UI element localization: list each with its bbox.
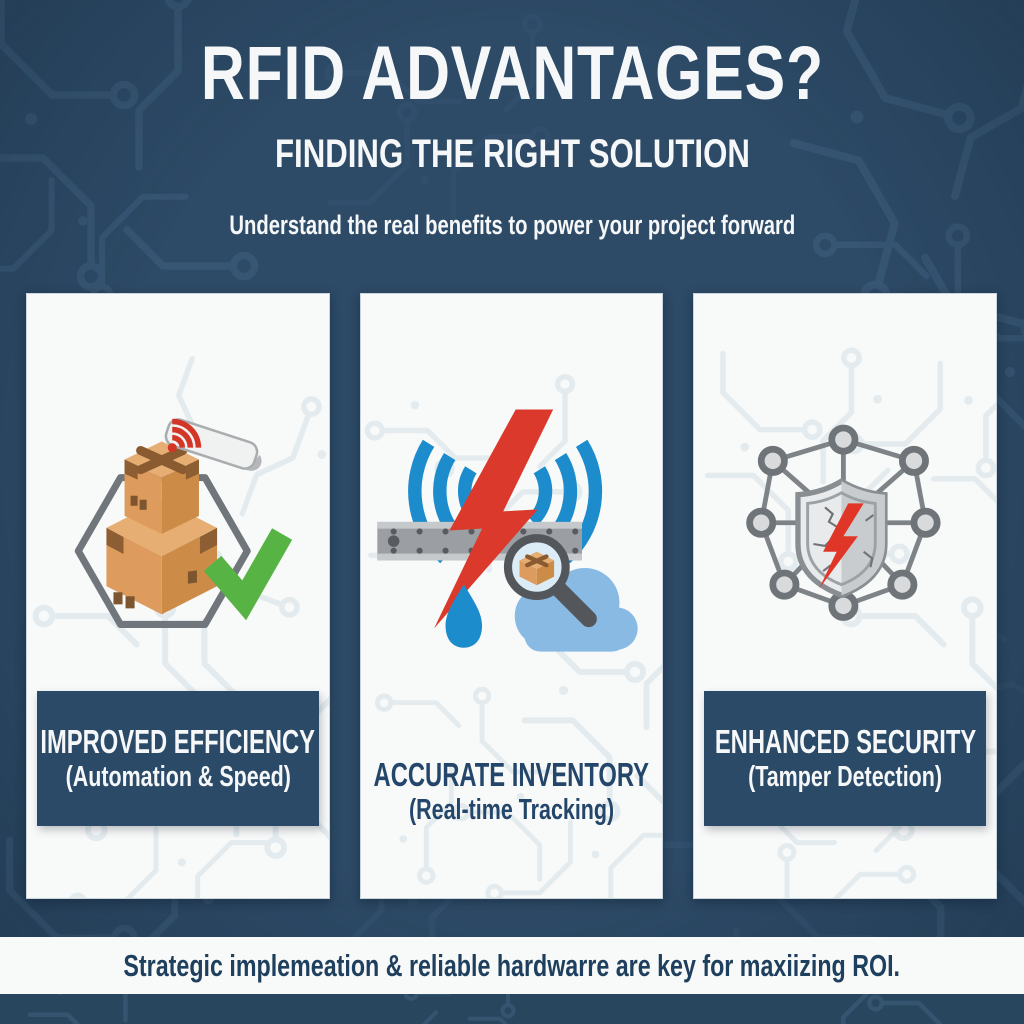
bolt-icon [819,503,865,589]
card-subtitle: (Real-time Tracking) [408,793,615,826]
page-title-text: RFID ADVANTAGES? [200,31,824,116]
water-drop-icon [445,584,482,648]
card-title: IMPROVED EFFICIENCY [40,722,316,760]
footer-band [0,994,1024,1024]
small-package-box-icon [124,441,199,534]
scanned-box-icon [519,551,554,586]
card-accurate-inventory: ACCURATE INVENTORY (Real-time Tracking) [359,293,664,899]
shield-icon [795,478,888,599]
card-improved-efficiency: IMPROVED EFFICIENCY (Automation & Speed) [26,293,330,899]
rfid-reader-icon [164,418,262,471]
card-label-improved-efficiency: IMPROVED EFFICIENCY (Automation & Speed) [37,691,319,826]
efficiency-icon [27,399,329,689]
card-enhanced-security: ENHANCED SECURITY (Tamper Detection) [693,293,998,899]
network-nodes [746,424,941,621]
card-label-enhanced-security: ENHANCED SECURITY (Tamper Detection) [704,691,987,826]
card-title: ENHANCED SECURITY [714,722,976,760]
security-icon [694,399,996,689]
page-subtitle: FINDING THE RIGHT SOLUTION [0,132,1024,177]
key-takeaway-text: Strategic implemeation & reliable hardwa… [123,947,901,983]
page-title: RFID ADVANTAGES? [0,30,1024,117]
hexagon-outline [74,474,251,628]
card-subtitle: (Automation & Speed) [65,760,291,793]
lightning-bolt-icon [433,409,553,629]
wifi-waves-red-icon [167,418,202,453]
inventory-icon [361,399,663,689]
card-title: ACCURATE INVENTORY [373,755,650,793]
key-takeaway-strip: Strategic implemeation & reliable hardwa… [0,937,1024,994]
card-subtitle: (Tamper Detection) [748,760,943,793]
page-subtitle-text: FINDING THE RIGHT SOLUTION [274,132,750,176]
checkmark-icon [203,528,293,621]
benefit-cards-row: IMPROVED EFFICIENCY (Automation & Speed) [26,293,998,899]
magnifier-icon [503,534,597,628]
page-tagline-text: Understand the real benefits to power yo… [229,210,795,240]
page-tagline: Understand the real benefits to power yo… [0,210,1024,241]
card-label-accurate-inventory: ACCURATE INVENTORY (Real-time Tracking) [371,724,653,859]
